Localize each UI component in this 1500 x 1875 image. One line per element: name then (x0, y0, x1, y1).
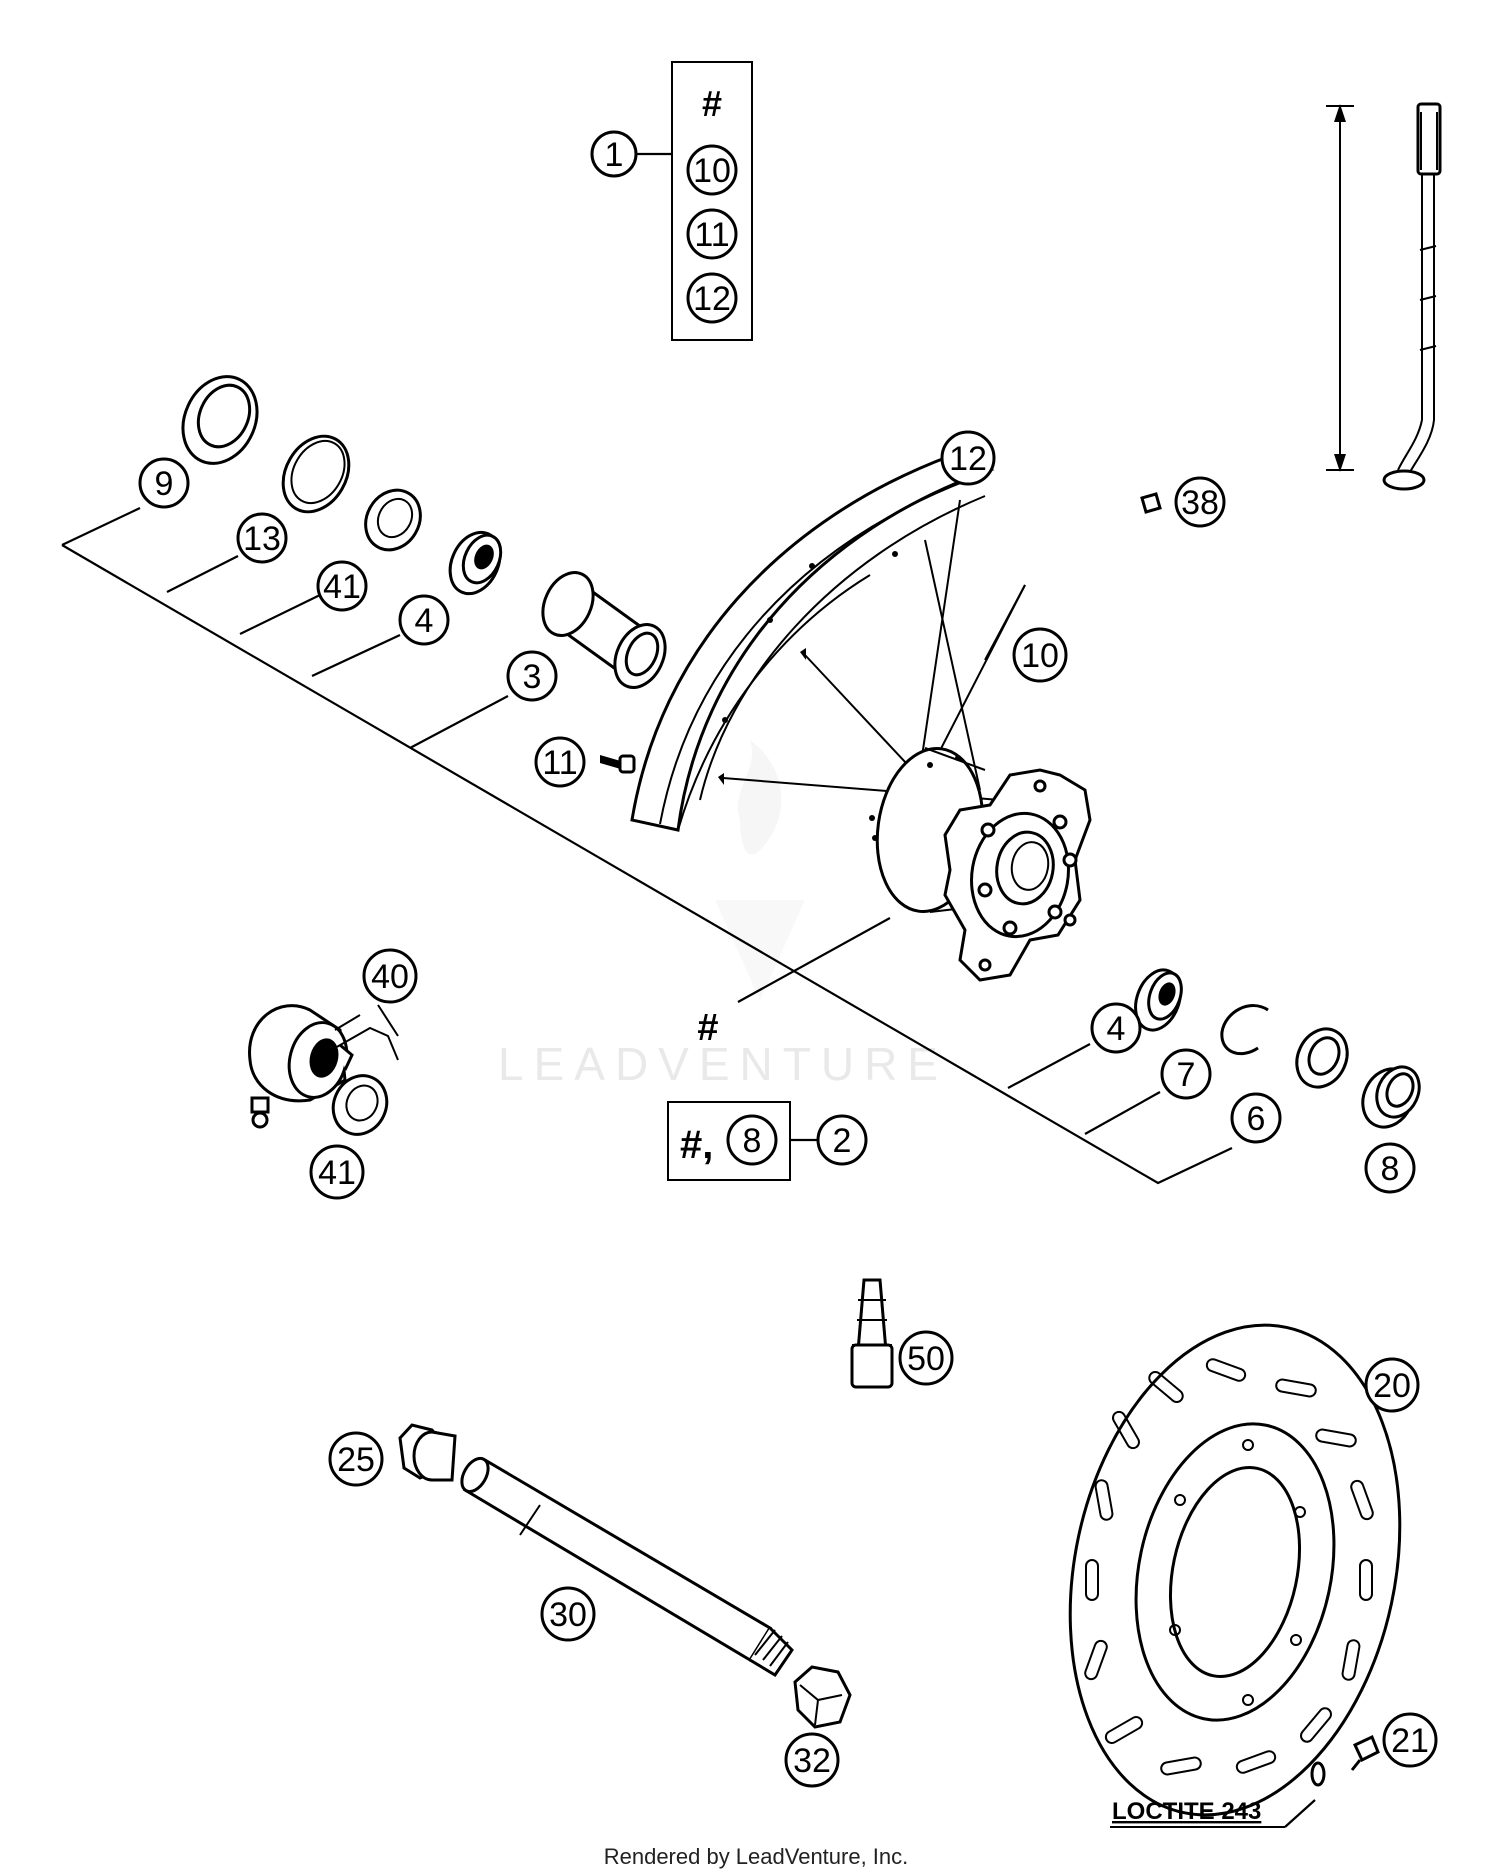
svg-text:9: 9 (155, 465, 174, 503)
callout-13[interactable]: 13 (236, 512, 288, 564)
valve-tool-part-50 (850, 1278, 894, 1389)
valve-cap-part-38 (1140, 492, 1162, 514)
bearing-part-4-right (1134, 968, 1183, 1032)
axle-part-30 (460, 1456, 794, 1678)
callout-4-right[interactable]: 4 (1090, 1002, 1142, 1054)
spacer-part-3 (541, 571, 667, 689)
svg-text:11: 11 (542, 744, 577, 782)
callout-20[interactable]: 20 (1364, 1357, 1420, 1413)
callout-10-kit[interactable]: 10 (686, 144, 738, 196)
callout-10-spoke[interactable]: 10 (1012, 627, 1068, 683)
seal-part-6 (1295, 1027, 1349, 1089)
ring-part-13 (281, 434, 351, 514)
seal-part-9 (181, 375, 259, 465)
callout-38[interactable]: 38 (1174, 476, 1226, 528)
wheel-assembly (630, 454, 1092, 982)
svg-text:12: 12 (693, 280, 731, 318)
watermark-logo-icon (715, 740, 805, 1000)
svg-text:41: 41 (323, 568, 361, 606)
valve-part-11 (600, 754, 636, 774)
callout-8-in-box[interactable]: 8 (726, 1114, 778, 1166)
callout-25[interactable]: 25 (328, 1431, 384, 1487)
callout-30[interactable]: 30 (540, 1586, 596, 1642)
hash-hub-label: # (697, 1007, 718, 1049)
circlip-part-7 (1220, 1004, 1269, 1055)
circlip-part-41-left (331, 1074, 389, 1136)
svg-text:10: 10 (693, 152, 731, 190)
callout-41-bottom[interactable]: 41 (309, 1144, 365, 1200)
brake-disc-part-20 (1068, 1323, 1402, 1817)
svg-text:4: 4 (1107, 1010, 1126, 1048)
callout-11-kit[interactable]: 11 (686, 208, 738, 260)
circlip-part-41 (364, 488, 422, 552)
svg-text:7: 7 (1177, 1056, 1196, 1094)
svg-text:25: 25 (337, 1441, 375, 1479)
loctite-note: LOCTITE 243 (1112, 1798, 1261, 1825)
assembly-line-main (61, 544, 1233, 1185)
bearing-part-4 (448, 530, 503, 596)
callout-1[interactable]: 1 (590, 130, 638, 178)
disc-bolt-part-21 (1310, 1734, 1380, 1787)
callout-3[interactable]: 3 (506, 650, 558, 702)
watermark-text: LEADVENTURE (498, 1038, 948, 1090)
callout-2[interactable]: 2 (816, 1114, 868, 1166)
spacer-part-8 (1361, 1065, 1421, 1129)
callout-8[interactable]: 8 (1364, 1142, 1416, 1194)
svg-text:11: 11 (694, 216, 729, 254)
callout-4-left[interactable]: 4 (398, 594, 450, 646)
svg-text:4: 4 (415, 602, 434, 640)
callout-7[interactable]: 7 (1160, 1048, 1212, 1100)
callout-21[interactable]: 21 (1382, 1712, 1438, 1768)
svg-text:8: 8 (743, 1122, 762, 1160)
callout-6[interactable]: 6 (1230, 1092, 1282, 1144)
callout-12-kit[interactable]: 12 (686, 272, 738, 324)
hash-group-prefix: #, (680, 1123, 713, 1167)
axle-nut-part-32 (793, 1665, 852, 1729)
axle-nut-part-25 (398, 1423, 457, 1482)
svg-text:12: 12 (949, 440, 987, 478)
hash-symbol: # (702, 83, 722, 124)
svg-text:2: 2 (833, 1122, 852, 1160)
svg-text:1: 1 (605, 136, 624, 174)
callout-40[interactable]: 40 (362, 948, 418, 1004)
callout-12-rim[interactable]: 12 (940, 430, 996, 486)
footer-credit: Rendered by LeadVenture, Inc. (604, 1844, 909, 1869)
svg-text:40: 40 (371, 958, 409, 996)
svg-text:21: 21 (1391, 1722, 1429, 1760)
callout-50[interactable]: 50 (898, 1330, 954, 1386)
svg-text:13: 13 (243, 520, 281, 558)
svg-text:50: 50 (907, 1340, 945, 1378)
kit-box: # (637, 61, 753, 341)
callout-32[interactable]: 32 (784, 1732, 840, 1788)
svg-text:41: 41 (318, 1154, 356, 1192)
svg-text:30: 30 (549, 1596, 587, 1634)
svg-text:32: 32 (793, 1742, 831, 1780)
spoke-tool-icon (1326, 102, 1442, 491)
callout-9[interactable]: 9 (138, 457, 190, 509)
svg-text:10: 10 (1021, 637, 1059, 675)
callout-11-valve[interactable]: 11 (534, 736, 586, 788)
speedo-drive-part-40 (248, 1004, 399, 1129)
svg-text:8: 8 (1381, 1150, 1400, 1188)
svg-text:3: 3 (523, 658, 542, 696)
group-box-2: #, (667, 1101, 818, 1181)
callout-41-top[interactable]: 41 (316, 560, 368, 612)
svg-text:6: 6 (1247, 1100, 1266, 1138)
svg-text:20: 20 (1373, 1367, 1411, 1405)
svg-text:38: 38 (1181, 484, 1219, 522)
